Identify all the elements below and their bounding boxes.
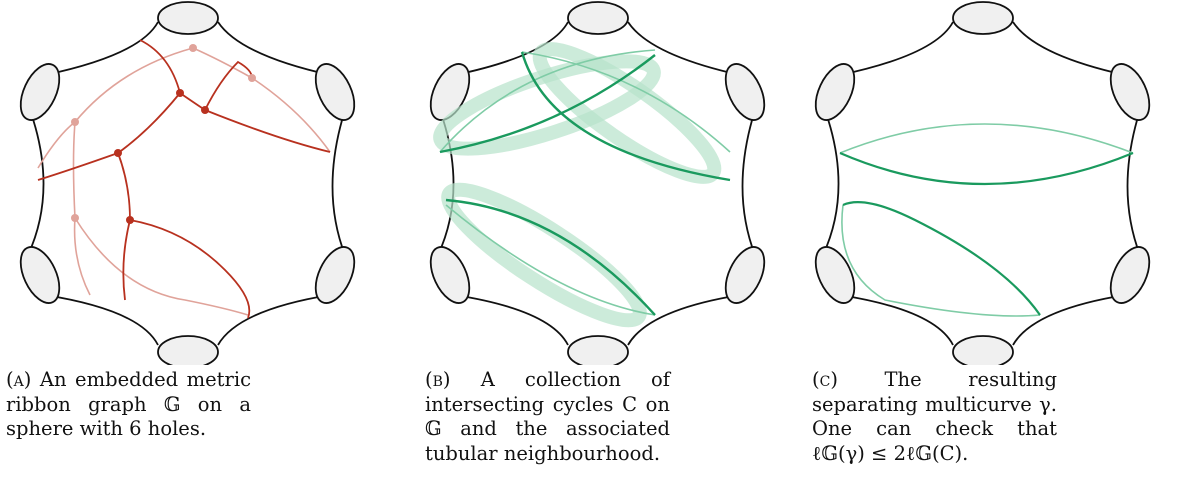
multicurve-figure [814,1,1151,365]
hole-upper-left [19,63,61,121]
hole-lower-left [814,246,856,304]
holes [814,1,1151,365]
hole-lower-right [724,246,766,304]
vertex-dark [176,89,184,97]
hole-top [567,1,629,35]
sphere-outline [27,21,346,346]
curve-2-front [842,201,1041,316]
hole-lower-left [429,246,471,304]
vertex-dark [126,216,134,224]
hole-upper-right [1109,63,1151,121]
vertex-light [248,74,256,82]
panel-c [795,0,1155,365]
hole-lower-right [314,246,356,304]
sphere-outline [822,21,1141,346]
caption-b: (b) A collection of intersecting cycles … [425,368,670,466]
multicurve [839,123,1134,317]
caption-a: (a) An embedded metric ribbon graph 𝔾 on… [6,368,251,442]
caption-tag: (b) [425,368,451,391]
hole-lower-right [1109,246,1151,304]
curve-1-front [839,151,1134,186]
caption-tag: (a) [6,368,32,391]
hole-bottom [157,335,219,365]
caption-text: A collection of intersecting cycles C on… [425,368,671,465]
holes [429,1,766,365]
panel-a [0,0,360,365]
graph-edges-light [37,47,331,316]
hole-upper-right [724,63,766,121]
vertex-dark [201,106,209,114]
hole-upper-left [814,63,856,121]
hole-bottom [952,335,1014,365]
graph-vertices [71,44,256,224]
cycle-dark-halves [439,51,731,316]
curve-1-back [839,123,1134,154]
hole-bottom [567,335,629,365]
caption-text: An embedded metric ribbon graph 𝔾 on a s… [6,368,251,440]
hole-lower-left [19,246,61,304]
vertex-light [71,214,79,222]
hole-upper-left [429,63,471,121]
caption-tag: (c) [812,368,838,391]
hole-top [157,1,219,35]
vertex-light [71,118,79,126]
panel-b [410,0,770,365]
caption-c: (c) The resulting separating multicurve … [812,368,1057,466]
caption-text: The resulting separating multicurve γ. O… [812,368,1057,465]
curve-2-back [841,204,1041,317]
vertex-light [189,44,197,52]
hole-upper-right [314,63,356,121]
ribbon-graph-figure [19,1,356,365]
holes [19,1,356,365]
hole-top [952,1,1014,35]
cycle-light-halves [439,49,731,316]
graph-edges-dark [37,39,331,319]
vertex-dark [114,149,122,157]
cycles-figure [429,1,766,365]
